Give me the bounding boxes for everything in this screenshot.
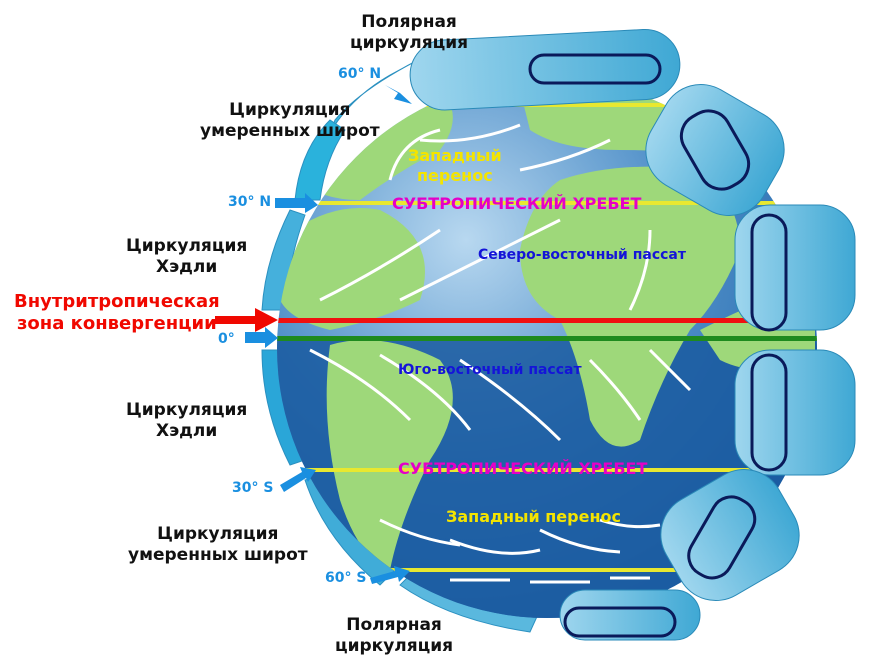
cell-loop-arrows [528, 53, 788, 638]
label-30s: 30° S [232, 480, 274, 496]
label-ne-trades: Северо-восточный пассат [478, 247, 686, 263]
itcz-arrow [215, 308, 278, 332]
label-30n: 30° N [228, 194, 272, 210]
label-ridge-north: СУБТРОПИЧЕСКИЙ ХРЕБЕТ [392, 194, 642, 213]
label-ridge-south: СУБТРОПИЧЕСКИЙ ХРЕБЕТ [398, 459, 648, 478]
label-60n: 60° N [338, 66, 382, 82]
label-equator: 0° [218, 331, 235, 347]
right-circulation-cells [409, 29, 856, 641]
label-westerlies-south: Западный перенос [446, 507, 621, 526]
latitude-arrows [245, 85, 412, 584]
label-60s: 60° S [325, 570, 367, 586]
label-se-trades: Юго-восточный пассат [398, 362, 582, 378]
